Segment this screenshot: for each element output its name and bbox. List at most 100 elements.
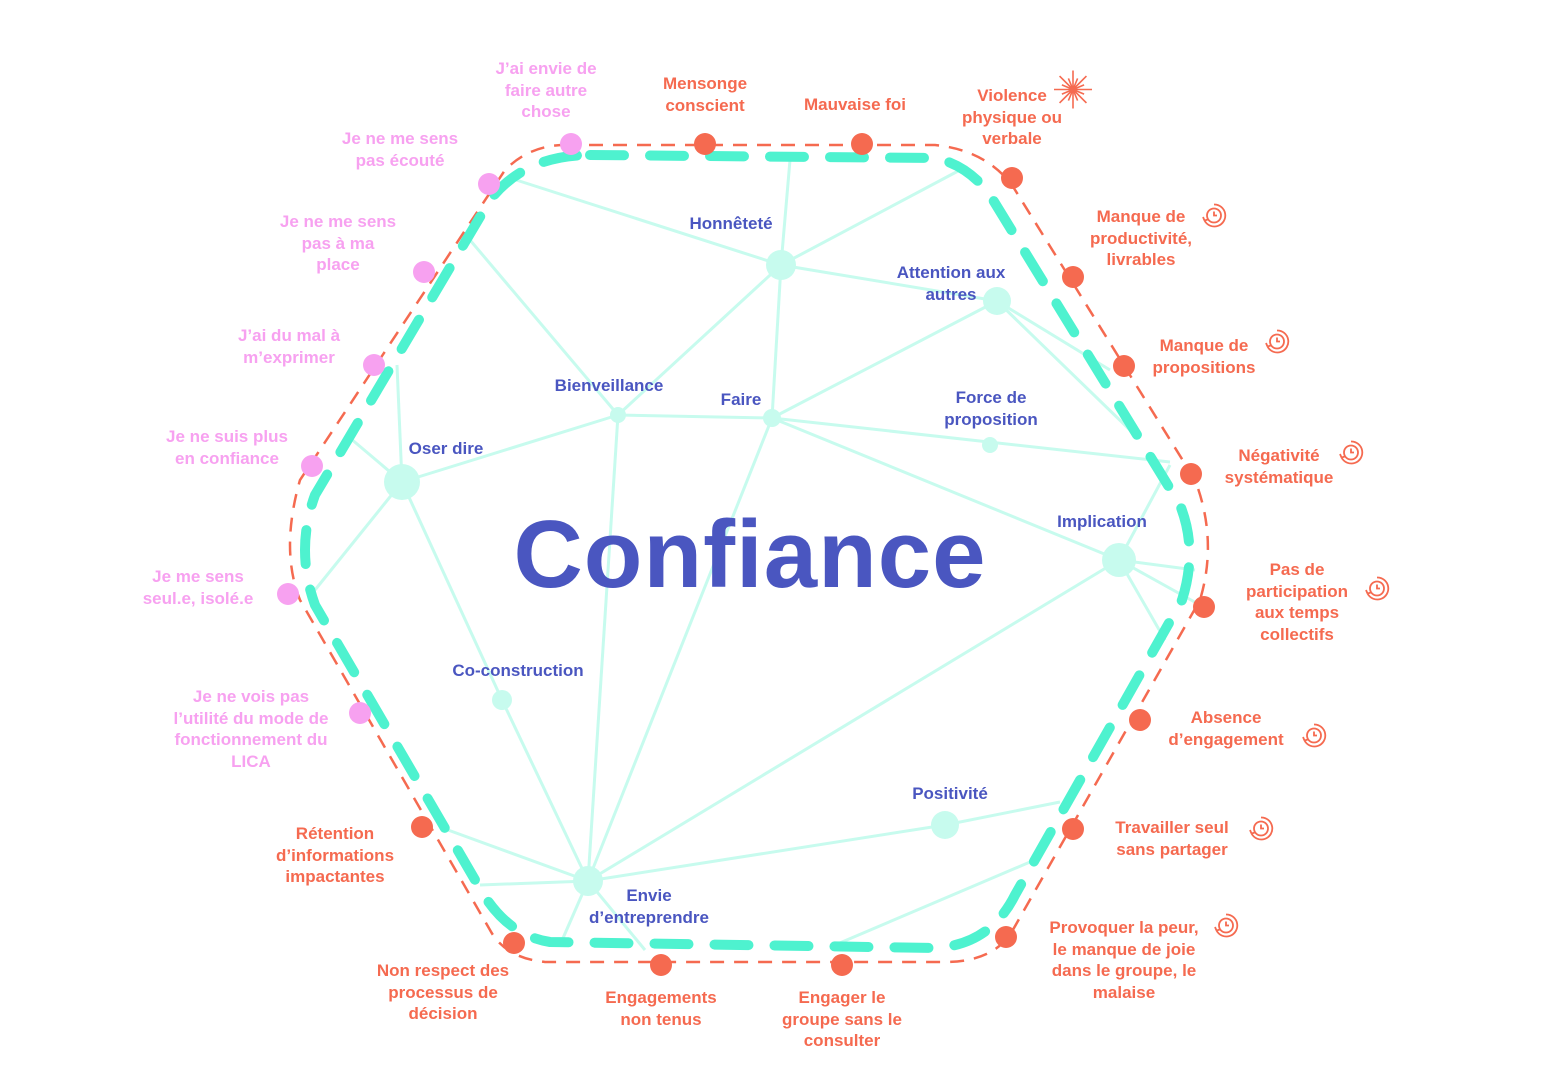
inner-teal-dashed-boundary: [300, 149, 1195, 954]
behavior-dot: [1062, 818, 1084, 840]
node-label-oser-dire: Oser dire: [408, 439, 484, 458]
behavior-dot: [650, 954, 672, 976]
behavior-label: Engager le groupe sans le consulter: [782, 988, 902, 1050]
clock-icon: [1338, 440, 1364, 471]
connection-line: [586, 417, 774, 882]
connection-line: [509, 176, 782, 267]
clock-icon: [1213, 913, 1239, 944]
behavior-label: Engagements non tenus: [605, 988, 717, 1029]
concept-nodes: [384, 250, 1136, 896]
node-label-faire: Faire: [720, 390, 762, 409]
feeling-label: Je me sens seul.e, isolé.e: [142, 567, 254, 608]
node-honnetete: [766, 250, 796, 280]
connection-line: [447, 828, 589, 883]
node-bienveillance: [610, 407, 626, 423]
connection-line: [500, 699, 590, 882]
feeling-label: Je ne me sens pas à ma place: [279, 212, 397, 274]
connection-line: [586, 414, 620, 882]
behavior-label: Travailler seul sans partager: [1115, 818, 1229, 859]
node-force-de-proposition: [982, 437, 998, 453]
node-oser-dire: [384, 464, 420, 500]
behavior-label: Pas de participation aux temps collectif…: [1245, 560, 1349, 644]
behavior-label: Mensonge conscient: [662, 74, 748, 115]
behavior-dot: [411, 816, 433, 838]
connection-line: [587, 823, 946, 883]
feeling-dot: [349, 702, 371, 724]
feeling-dot: [363, 354, 385, 376]
connection-line: [468, 239, 620, 416]
connection-line: [779, 159, 792, 266]
behavior-dot: [995, 926, 1017, 948]
node-label-attention-aux-autres: Attention aux autres: [896, 263, 1006, 304]
node-faire: [763, 409, 781, 427]
behavior-dot: [1062, 266, 1084, 288]
behavior-dot: [1001, 167, 1023, 189]
connection-line: [771, 416, 1120, 562]
node-label-honnetete: Honnêteté: [689, 214, 773, 233]
connection-line: [771, 416, 1171, 464]
feeling-dot: [277, 583, 299, 605]
behavior-dot: [831, 954, 853, 976]
behavior-dot: [1180, 463, 1202, 485]
connection-line: [400, 481, 504, 701]
feeling-dot: [478, 173, 500, 195]
feeling-dot: [560, 133, 582, 155]
behavior-dot: [851, 133, 873, 155]
starburst-icon: [1053, 70, 1093, 115]
behavior-dot: [694, 133, 716, 155]
connection-lines: [313, 159, 1201, 951]
behavior-label: Manque de productivité, livrables: [1089, 207, 1193, 269]
node-label-positivite: Positivité: [912, 784, 988, 803]
node-implication: [1102, 543, 1136, 577]
node-envie-d-entreprendre: [573, 866, 603, 896]
behavior-dot: [1129, 709, 1151, 731]
connection-line: [617, 413, 773, 420]
feeling-dot: [301, 455, 323, 477]
connection-line: [401, 413, 619, 484]
connection-line: [616, 263, 783, 417]
connection-line: [780, 263, 998, 303]
clock-icon: [1364, 576, 1390, 607]
behavior-label: Absence d’engagement: [1168, 708, 1284, 749]
connection-line: [780, 168, 961, 267]
connection-line: [395, 364, 404, 483]
connection-line: [313, 481, 404, 591]
node-label-force-de-proposition: Force de proposition: [944, 388, 1038, 429]
behavior-label: Manque de propositions: [1152, 336, 1256, 377]
behavior-label: Provoquer la peur, le manque de joie dan…: [1049, 918, 1199, 1002]
behavior-label: Non respect des processus de décision: [376, 961, 510, 1023]
node-positivite: [931, 811, 959, 839]
central-title: Confiance: [513, 501, 987, 608]
node-label-envie-d-entreprendre: Envie d’entreprendre: [589, 886, 709, 927]
node-attention-aux-autres: [983, 287, 1011, 315]
feeling-dot: [413, 261, 435, 283]
node-label-implication: Implication: [1057, 512, 1147, 531]
node-label-bienveillance: Bienveillance: [554, 376, 664, 395]
behavior-label: Mauvaise foi: [803, 95, 907, 114]
behavior-label: Rétention d’informations impactantes: [275, 824, 395, 886]
behavior-dot: [503, 932, 525, 954]
feeling-label: J’ai du mal à m’exprimer: [237, 326, 341, 367]
behavior-dot: [1193, 596, 1215, 618]
connection-line: [770, 264, 783, 419]
feeling-label: Je ne vois pas l’utilité du mode de fonc…: [173, 687, 329, 771]
connection-line: [995, 299, 1132, 432]
outer-red-dashed-boundary: [288, 143, 1210, 964]
node-label-co-construction: Co-construction: [452, 661, 584, 680]
feeling-label: Je ne suis plus en confiance: [166, 427, 288, 468]
clock-icon: [1264, 329, 1290, 360]
feeling-label: J’ai envie de faire autre chose: [495, 59, 597, 121]
behavior-label: Violence physique ou verbale: [961, 86, 1063, 148]
behavior-label: Négativité systématique: [1224, 446, 1334, 487]
connection-line: [771, 299, 998, 420]
connection-line: [587, 558, 1120, 883]
connection-line: [479, 879, 589, 887]
feeling-label: Je ne me sens pas écouté: [341, 129, 459, 170]
clock-icon: [1301, 723, 1327, 754]
outer-dots: [277, 133, 1215, 976]
connection-line: [834, 860, 1031, 947]
connection-line: [944, 800, 1061, 827]
behavior-dot: [1113, 355, 1135, 377]
clock-icon: [1201, 203, 1227, 234]
